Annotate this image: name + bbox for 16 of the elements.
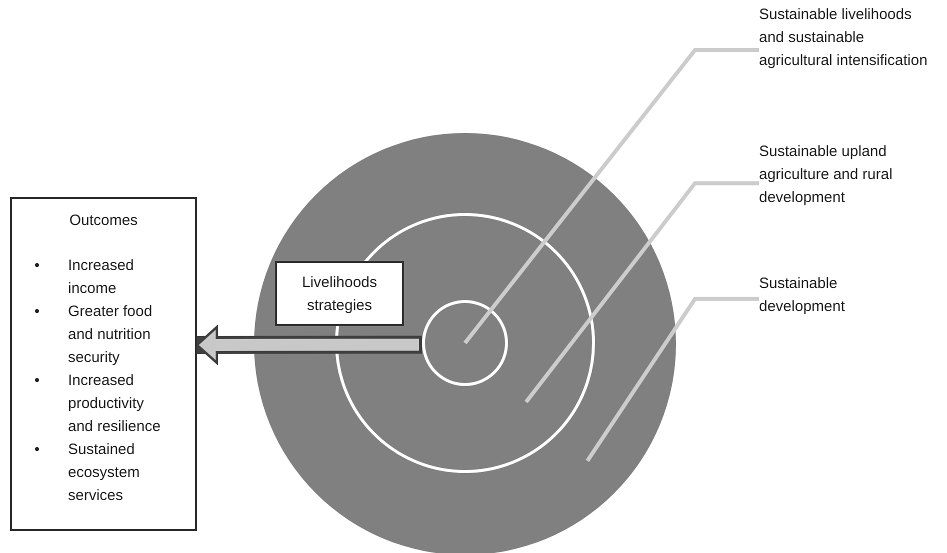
outcomes-box bbox=[10, 197, 197, 531]
bullet: • bbox=[33, 371, 41, 391]
ring-label: Sustainable livelihoods and sustainable agricultural intensification bbox=[759, 5, 928, 71]
list-item: Increased productivity and resilience bbox=[68, 371, 162, 437]
box-heading: Outcomes bbox=[68, 211, 139, 231]
list-item: Sustained ecosystem services bbox=[68, 440, 141, 506]
bullet: • bbox=[33, 440, 41, 460]
ring-label: Sustainable upland agriculture and rural development bbox=[759, 142, 894, 208]
livelihoods-box bbox=[275, 261, 404, 326]
inner-circle bbox=[422, 300, 508, 386]
list-item: Greater food and nutrition security bbox=[68, 302, 154, 368]
bullet: • bbox=[33, 302, 41, 322]
box-text: Livelihoods strategies bbox=[300, 272, 378, 316]
bullet: • bbox=[33, 256, 41, 276]
list-item: Increased income bbox=[68, 256, 135, 299]
ring-label: Sustainable development bbox=[759, 274, 846, 317]
